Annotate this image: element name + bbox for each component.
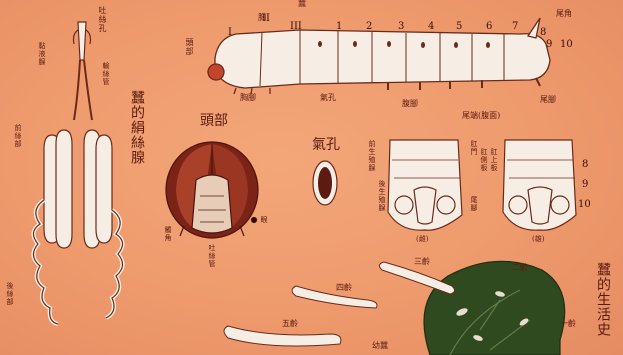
larva-spiracle-label: 氣孔 xyxy=(320,94,336,102)
caudal-leg-label: 尾腳 xyxy=(540,96,556,104)
tail-horn-label: 尾角 xyxy=(556,10,572,18)
tail-number: 8 xyxy=(582,160,588,170)
larva-head-label: 頭部 xyxy=(185,38,193,56)
prolegs-label: 腹腳 xyxy=(402,100,418,108)
gland-part-2-label: 輸絲管 xyxy=(102,62,109,86)
segment-number: 10 xyxy=(560,40,573,50)
segment-number: I xyxy=(228,28,232,38)
segment-number: II xyxy=(262,14,270,24)
gland-part-1-label: 黏液腺 xyxy=(38,42,45,66)
head-antenna-label: 觸角 xyxy=(164,226,171,242)
tail-mid-label-1: 肛門 xyxy=(470,140,477,156)
tail-left-label-1: 前生殖腺 xyxy=(368,140,375,172)
segment-number: 5 xyxy=(456,22,462,32)
head-eye-label: 眼 xyxy=(260,216,267,224)
tail-number: 9 xyxy=(582,180,588,190)
head-diagram xyxy=(166,142,258,238)
segment-number: 8 xyxy=(540,28,546,38)
tail-mid-label-2: 肛側板 xyxy=(480,148,487,172)
tail-mid-label-3: 肛上板 xyxy=(490,148,497,172)
instar-1-label: 一齡 xyxy=(560,320,576,328)
top-fragment-label: 蠶 xyxy=(298,0,306,8)
tail-left-label-2: 後生殖腺 xyxy=(378,180,385,212)
tail-title: 尾端(腹面) xyxy=(462,112,500,120)
gland-part-4-label: 後絲部 xyxy=(6,282,13,306)
thoracic-legs-label: 胸腳 xyxy=(240,94,256,102)
tail-left-caption: (雌) xyxy=(416,236,428,243)
tail-right-caption: (雄) xyxy=(532,236,544,243)
head-title: 頭部 xyxy=(200,114,228,128)
spiracle-title: 氣孔 xyxy=(312,138,340,152)
larva-diagram xyxy=(208,18,550,94)
gland-part-3-label: 前絲部 xyxy=(14,124,21,148)
tail-number: 10 xyxy=(578,200,591,210)
segment-number: 3 xyxy=(398,22,404,32)
tail-mid-label-4: 尾腳 xyxy=(470,196,477,212)
life-cycle-diagram xyxy=(224,261,565,355)
life-cycle-title: 蠶的生活史 xyxy=(596,262,610,337)
instar-4-label: 四齡 xyxy=(336,284,352,292)
instar-2-label: 二齡 xyxy=(512,264,528,272)
segment-number: 2 xyxy=(366,22,372,32)
segment-number: 7 xyxy=(512,22,518,32)
segment-number: III xyxy=(290,22,302,32)
segment-number: 6 xyxy=(486,22,492,32)
segment-number: 9 xyxy=(546,40,552,50)
head-spinneret-label: 吐絲管 xyxy=(208,244,215,268)
instar-5-label: 五齡 xyxy=(282,320,298,328)
segment-number: 1 xyxy=(336,22,342,32)
instar-3-label: 三齡 xyxy=(414,258,430,266)
spinneret-label: 吐絲孔 xyxy=(98,6,106,33)
silk-gland-title: 蠶的絹絲腺 xyxy=(130,90,144,165)
segment-number: 4 xyxy=(428,22,434,32)
young-larva-label: 幼蠶 xyxy=(372,342,388,350)
spiracle-diagram xyxy=(313,161,337,205)
